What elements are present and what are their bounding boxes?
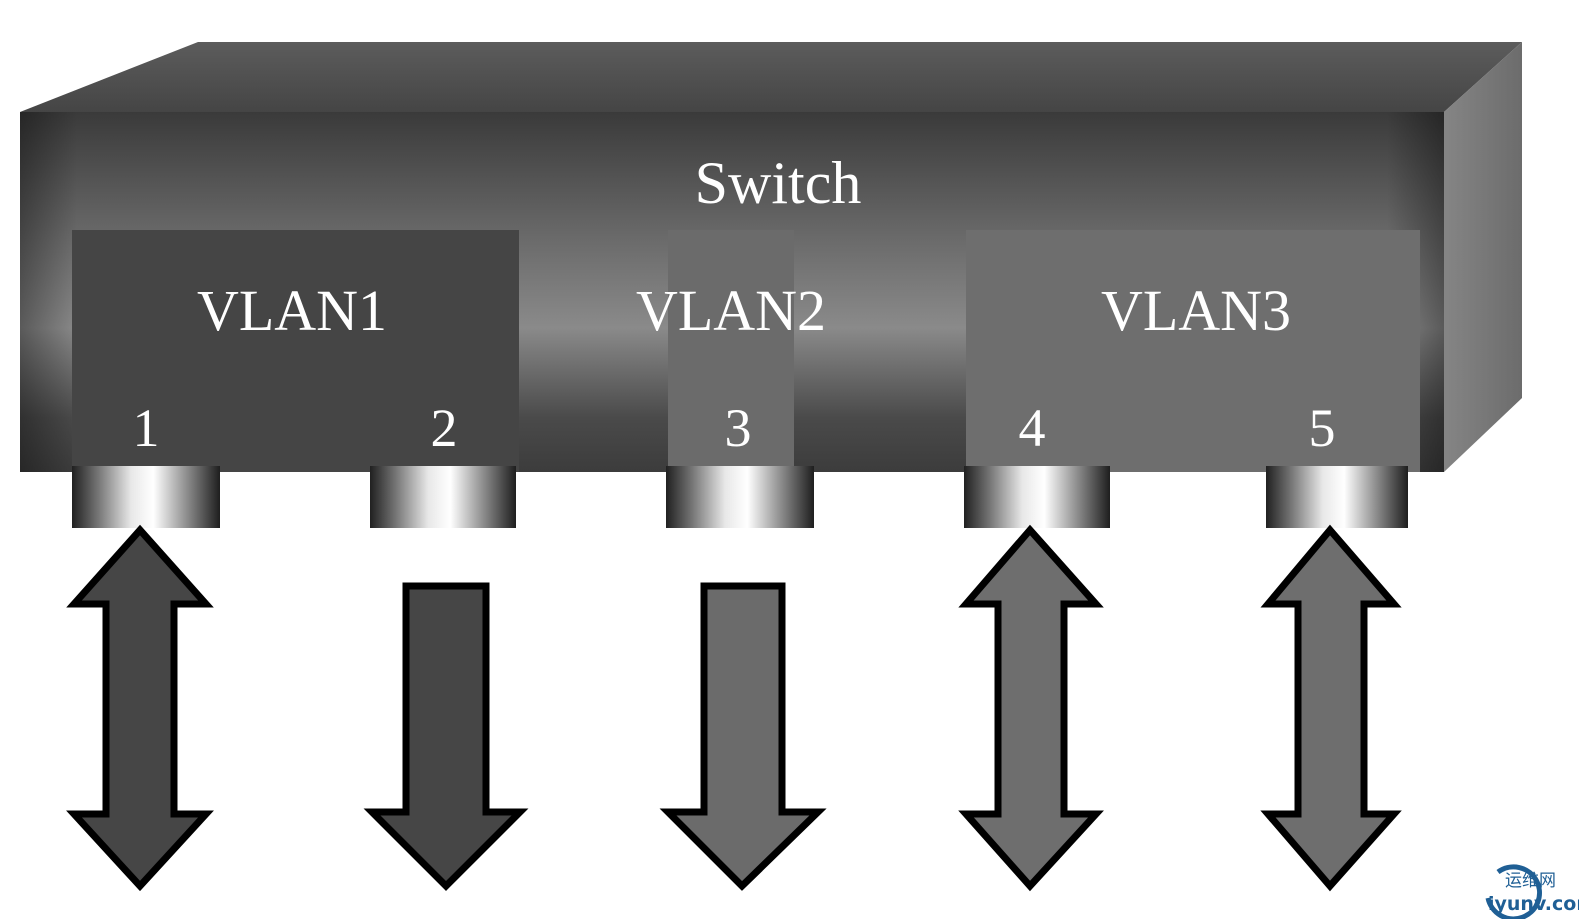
port-4-bidirectional-arrow: [958, 524, 1104, 892]
port-1-number: 1: [133, 398, 160, 458]
vlan1-label: VLAN1: [197, 278, 387, 343]
vlan2-label: VLAN2: [636, 278, 826, 343]
vlan1-region: VLAN1: [72, 230, 519, 472]
switch-label: Switch: [695, 150, 862, 216]
port-2-number: 2: [431, 398, 458, 458]
watermark-logo-icon: [1485, 864, 1542, 919]
port-1-connector: [72, 466, 220, 528]
port-5-bidirectional-arrow: [1260, 524, 1402, 892]
port-2-connector: [370, 466, 516, 528]
port-4-number: 4: [1019, 398, 1046, 458]
watermark: 运维网 iyunv.com: [1485, 864, 1579, 919]
vlan2-region: VLAN2: [636, 230, 826, 472]
port-4-connector: [964, 466, 1110, 528]
switch-top-face: [20, 42, 1522, 112]
port-1-bidirectional-arrow: [66, 524, 214, 892]
port-5-connector: [1266, 466, 1408, 528]
port-3-connector: [666, 466, 814, 528]
port-5-number: 5: [1309, 398, 1336, 458]
port-3-number: 3: [725, 398, 752, 458]
vlan3-region: VLAN3: [966, 230, 1420, 472]
vlan3-label: VLAN3: [1101, 278, 1291, 343]
vlan2-box: [668, 230, 794, 472]
switch-side-face: [1444, 42, 1522, 472]
port-3-down-arrow: [659, 582, 827, 891]
vlan3-box: [966, 230, 1420, 472]
port-2-down-arrow: [363, 582, 529, 891]
vlan1-box: [72, 230, 519, 472]
watermark-line1: 运维网: [1505, 871, 1556, 891]
watermark-line2: iyunv.com: [1488, 893, 1579, 915]
